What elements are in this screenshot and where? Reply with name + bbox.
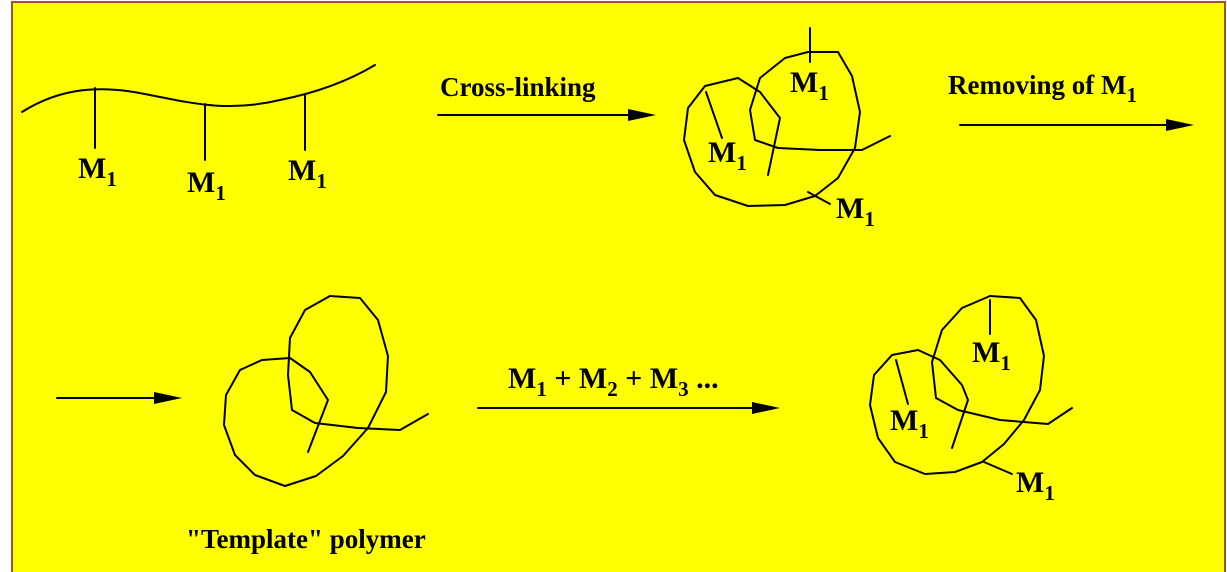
linear-polymer-group: M1 M1 M1 — [21, 64, 376, 205]
rebound-loop-outer — [869, 295, 1045, 475]
crosslinked-polymer-group: M1 M1 M1 — [683, 27, 891, 231]
template-loop-outer — [223, 295, 389, 487]
continuation-arrow-group — [56, 392, 182, 404]
template-loop-inner — [287, 295, 429, 431]
m1-label-rebound-1: M1 — [972, 336, 1011, 375]
m1-label-rebound-3: M1 — [1016, 466, 1055, 505]
cross-linking-arrowhead — [628, 109, 656, 121]
removing-arrowhead — [1166, 119, 1194, 131]
m1-label-linear-1: M1 — [78, 152, 117, 191]
template-caption: "Template" polymer — [186, 524, 426, 554]
continuation-arrowhead — [154, 392, 182, 404]
rebound-polymer-group: M1 M1 M1 — [869, 295, 1073, 505]
crosslinked-pendant-3 — [807, 191, 831, 205]
rebound-loop-inner — [931, 295, 1073, 425]
cross-linking-arrow-group: Cross-linking — [437, 72, 656, 121]
rebound-pendant-3 — [983, 461, 1013, 475]
removing-arrow-group: Removing of M1 — [948, 70, 1194, 131]
crosslinked-pendant-2 — [705, 91, 723, 139]
m1-label-linear-2: M1 — [187, 166, 226, 205]
m1-label-crosslinked-3: M1 — [836, 192, 875, 231]
m1-label-crosslinked-2: M1 — [708, 136, 747, 175]
m1-label-rebound-2: M1 — [890, 404, 929, 443]
addition-arrow-group: M1 + M2 + M3 ... — [477, 362, 780, 414]
cross-linking-label: Cross-linking — [440, 72, 596, 102]
crosslinked-loop-outer — [683, 51, 861, 207]
addition-label: M1 + M2 + M3 ... — [508, 362, 719, 401]
template-polymer-group — [223, 295, 429, 487]
diagram-frame — [11, 1, 1226, 572]
removing-label: Removing of M1 — [948, 70, 1137, 107]
m1-label-crosslinked-1: M1 — [790, 66, 829, 105]
rebound-pendant-2 — [895, 359, 909, 405]
m1-label-linear-3: M1 — [288, 154, 327, 193]
addition-arrowhead — [752, 402, 780, 414]
linear-polymer-chain — [21, 64, 376, 113]
crosslinked-loop-inner — [749, 51, 891, 151]
